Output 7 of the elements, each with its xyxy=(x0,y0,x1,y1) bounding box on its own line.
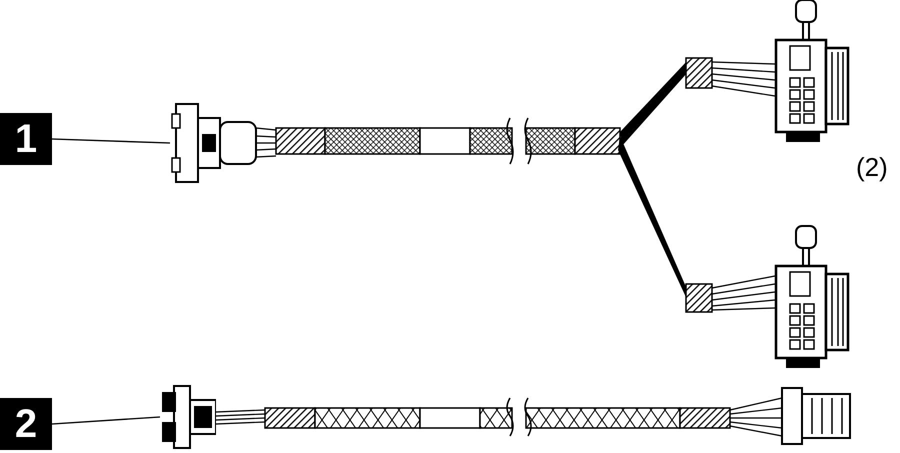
callout-number: 1 xyxy=(0,113,52,165)
connector-drawing xyxy=(160,384,216,450)
callout-number: 2 xyxy=(0,398,52,450)
leader-line xyxy=(52,138,170,144)
leader-line xyxy=(52,416,160,425)
connector-drawing xyxy=(170,100,276,186)
quantity-label: (2) xyxy=(856,152,888,183)
